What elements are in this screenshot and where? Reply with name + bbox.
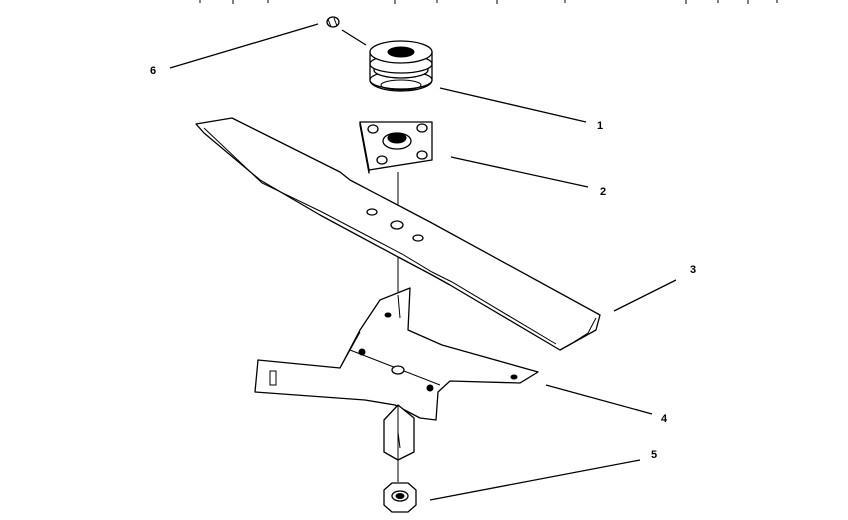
- callout-labels: 6 1 2 3 4 5: [150, 65, 696, 461]
- callout-3: 3: [690, 264, 696, 276]
- top-edge-marks: [199, 0, 778, 4]
- part-blade-adapter: [254, 287, 539, 461]
- leader-1: [439, 87, 587, 123]
- callout-5: 5: [651, 449, 657, 461]
- callout-6: 6: [150, 65, 156, 77]
- leader-5: [429, 459, 641, 501]
- part-pulley: [369, 40, 433, 92]
- part-screw: [326, 16, 367, 46]
- leader-4: [545, 384, 653, 415]
- leader-3: [613, 279, 677, 312]
- leader-lines: [169, 23, 677, 501]
- part-bearing-plate: [359, 121, 433, 174]
- part-hex-nut: [383, 482, 417, 513]
- callout-4: 4: [661, 413, 668, 425]
- callout-2: 2: [600, 186, 606, 198]
- part-blade: [195, 117, 601, 351]
- callout-1: 1: [597, 120, 603, 132]
- leader-6: [169, 23, 319, 69]
- leader-2: [450, 156, 589, 188]
